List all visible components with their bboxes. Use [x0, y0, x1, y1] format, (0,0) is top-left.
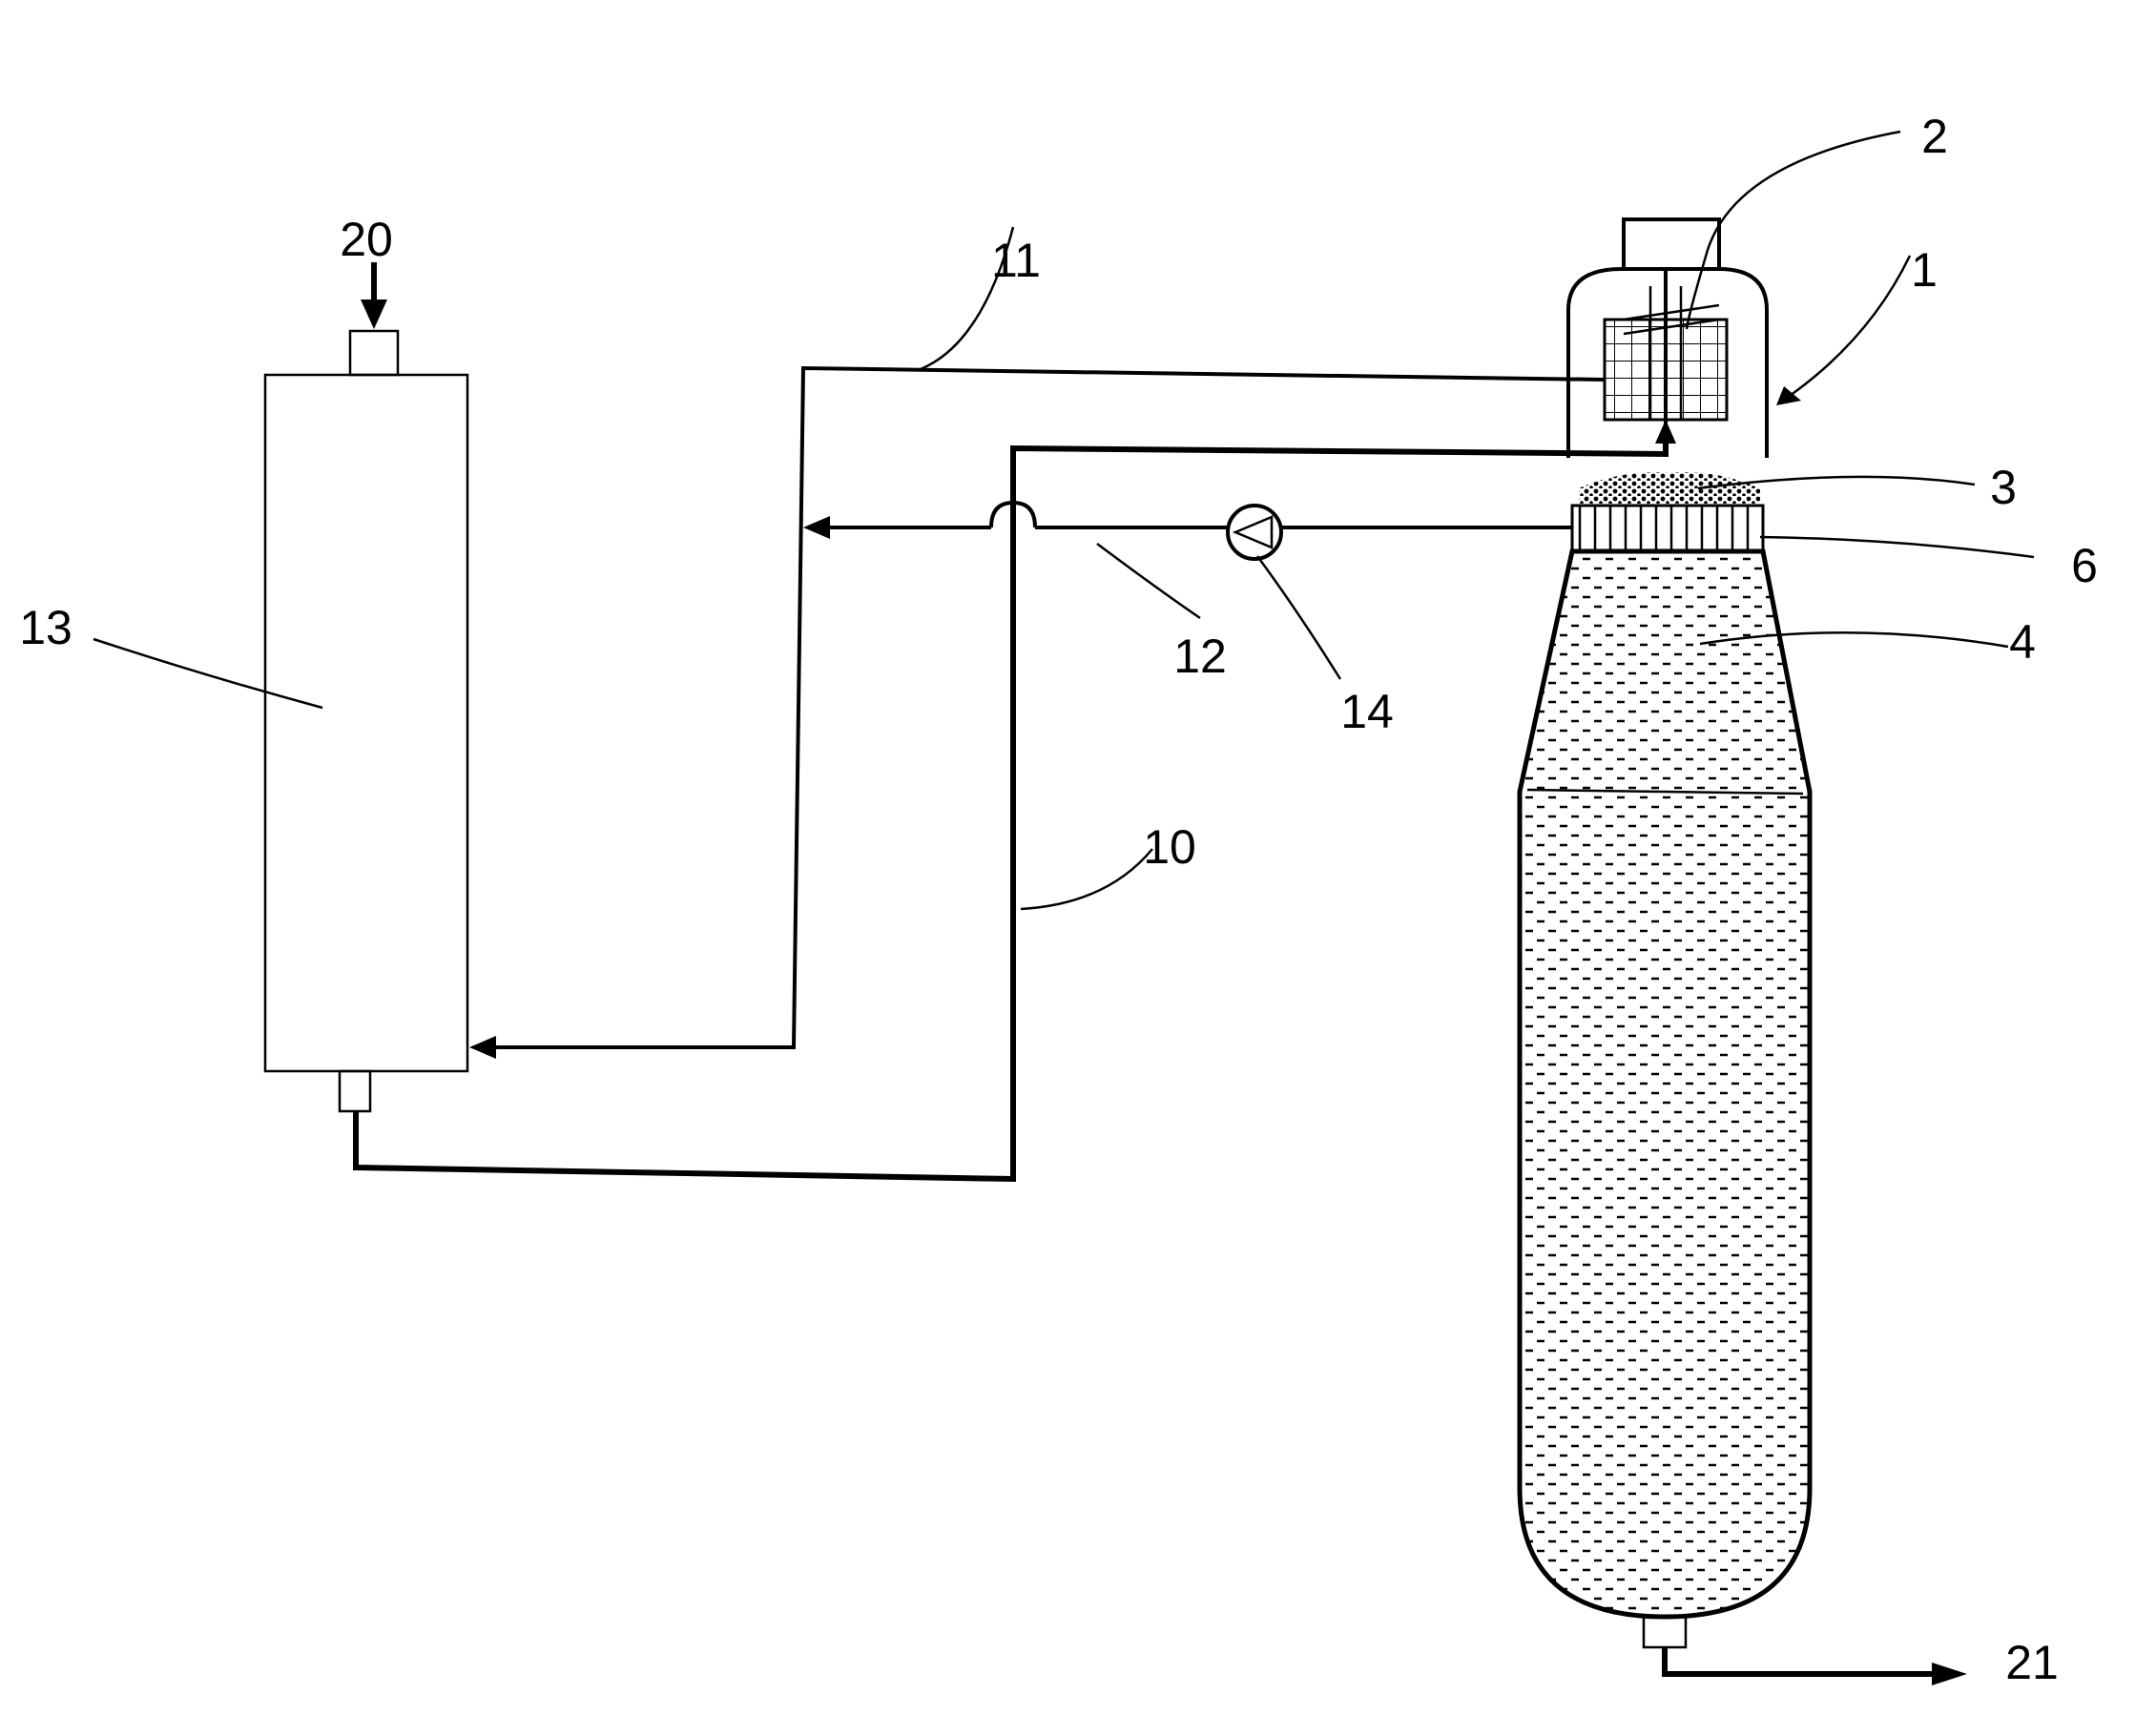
label-6: 6 — [2071, 539, 2098, 592]
label-20: 20 — [340, 213, 393, 266]
tank-body — [265, 375, 467, 1071]
line-10 — [356, 420, 1676, 1179]
tank-bottom-nozzle — [340, 1071, 370, 1111]
label-12: 12 — [1173, 630, 1227, 683]
top-layer — [1579, 472, 1760, 506]
pump — [1228, 506, 1281, 559]
label-11: 11 — [991, 234, 1041, 287]
storage-tank — [265, 331, 467, 1111]
line-11 — [469, 368, 1605, 1059]
label-4: 4 — [2009, 615, 2036, 669]
label-21: 21 — [2005, 1636, 2059, 1689]
label-3: 3 — [1990, 461, 2017, 514]
reactor-bed — [1520, 551, 1810, 1617]
stirrer — [1605, 269, 1727, 424]
reactor-bottom-nozzle — [1644, 1617, 1686, 1647]
discharge-line — [1665, 1647, 1967, 1685]
label-10: 10 — [1143, 820, 1196, 874]
label-2: 2 — [1921, 110, 1948, 163]
label-1: 1 — [1911, 243, 1938, 297]
distributor-grid — [1572, 506, 1763, 551]
line-12 — [803, 503, 1572, 539]
label-13: 13 — [19, 601, 73, 654]
label-14: 14 — [1340, 685, 1394, 738]
tank-top-nozzle — [350, 331, 398, 375]
feed-arrow — [361, 262, 387, 329]
